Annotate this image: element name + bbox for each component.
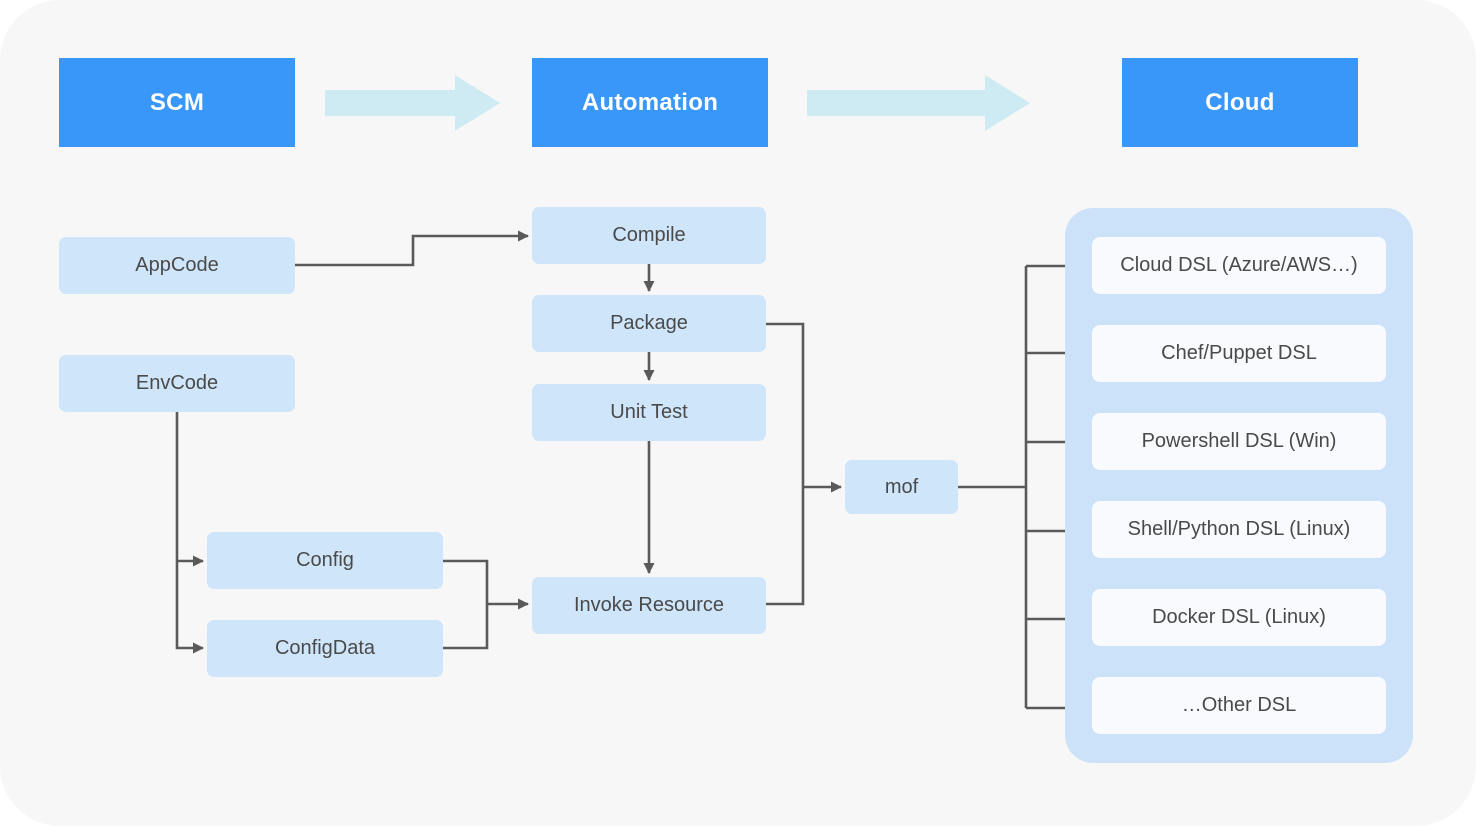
node-invoke-resource: Invoke Resource — [532, 577, 766, 634]
edge-appcode-compile — [295, 230, 529, 267]
node-compile: Compile — [532, 207, 766, 264]
dsl-item-other: …Other DSL — [1092, 677, 1386, 734]
dsl-item-docker: Docker DSL (Linux) — [1092, 589, 1386, 646]
node-envcode: EnvCode — [59, 355, 295, 412]
dsl-item-powershell: Powershell DSL (Win) — [1092, 413, 1386, 470]
edge-envcode-configdata — [175, 411, 204, 654]
stage-arrow-scm-to-automation — [325, 75, 500, 131]
node-config: Config — [207, 532, 443, 589]
node-package: Package — [532, 295, 766, 352]
node-appcode: AppCode — [59, 237, 295, 294]
stage-header-scm: SCM — [59, 58, 295, 147]
stage-header-cloud: Cloud — [1122, 58, 1358, 147]
node-mof: mof — [845, 460, 958, 514]
cloud-dsl-panel: Cloud DSL (Azure/AWS…) Chef/Puppet DSL P… — [1065, 208, 1413, 763]
node-unit-test: Unit Test — [532, 384, 766, 441]
dsl-item-chef-puppet: Chef/Puppet DSL — [1092, 325, 1386, 382]
dsl-item-shell-python: Shell/Python DSL (Linux) — [1092, 501, 1386, 558]
dsl-item-cloud: Cloud DSL (Azure/AWS…) — [1092, 237, 1386, 294]
edge-config-merge-rail — [443, 559, 489, 650]
stage-header-automation: Automation — [532, 58, 768, 147]
stage-arrow-automation-to-cloud — [807, 75, 1030, 131]
node-configdata: ConfigData — [207, 620, 443, 677]
edge-package-invoke-rail — [766, 322, 805, 606]
